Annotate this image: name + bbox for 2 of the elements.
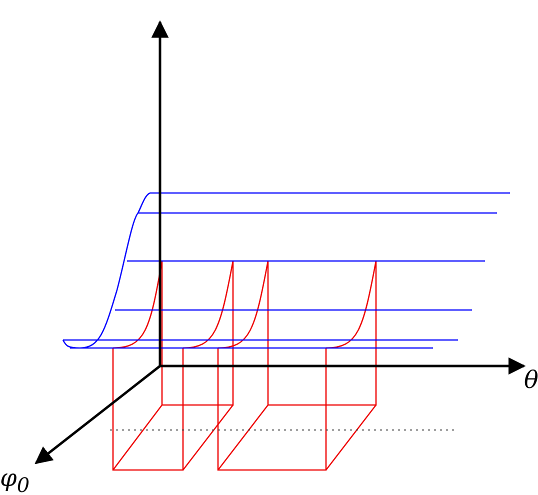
axis-label: θ <box>524 368 538 392</box>
axis-label: φ$_{0}$ <box>0 466 30 495</box>
